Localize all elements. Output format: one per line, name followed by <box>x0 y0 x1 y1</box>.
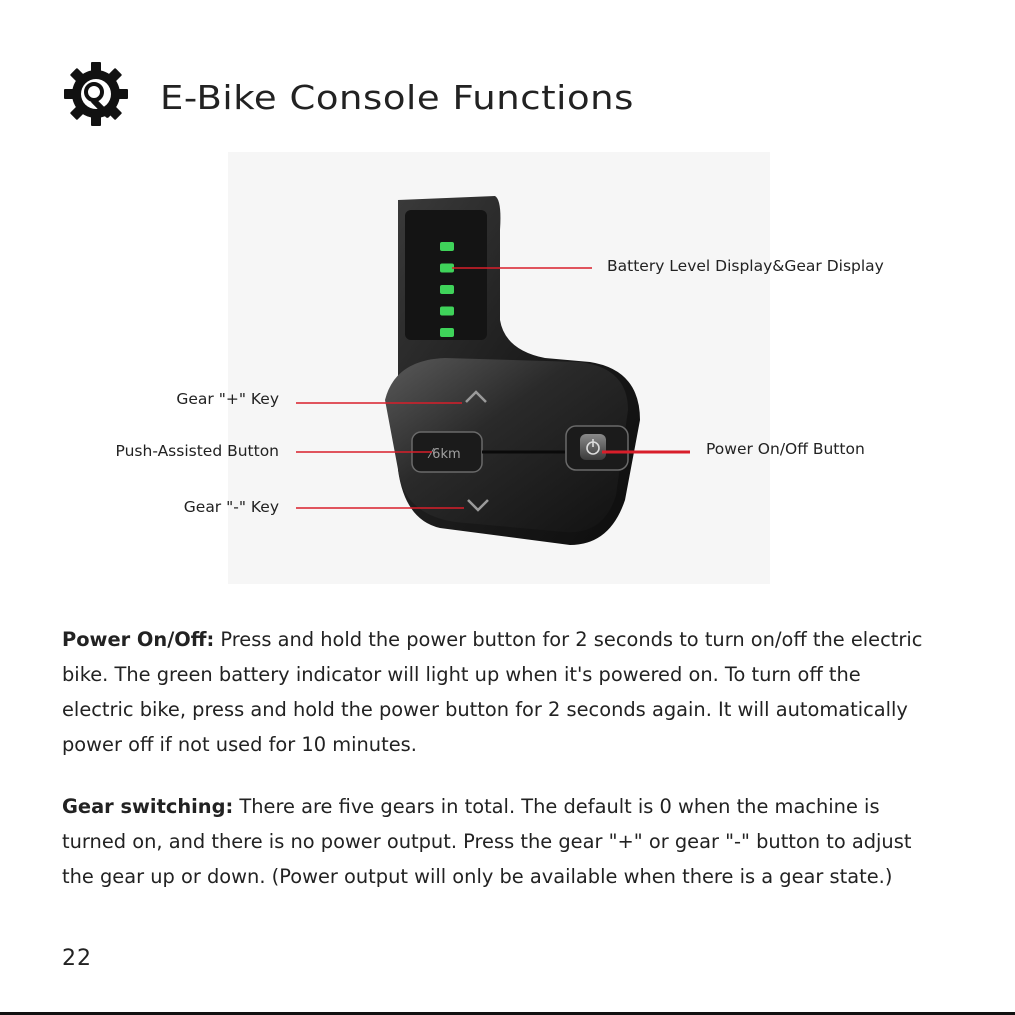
gear-wrench-icon <box>64 62 128 126</box>
battery-led <box>440 328 454 337</box>
gear-minus-key <box>467 499 489 512</box>
gear-plus-label: Gear "+" Key <box>176 390 279 408</box>
power-line-4: power off if not used for 10 minutes. <box>62 733 417 756</box>
battery-led <box>440 242 454 251</box>
power-line-1: Press and hold the power button for 2 se… <box>214 628 923 651</box>
power-button-label: Power On/Off Button <box>706 440 865 458</box>
svg-text:⁄6km: ⁄6km <box>427 447 461 462</box>
gear-heading: Gear switching: <box>62 795 234 818</box>
power-section: Power On/Off: Press and hold the power b… <box>62 622 967 762</box>
battery-led <box>440 306 454 316</box>
gear-section: Gear switching: There are five gears in … <box>62 789 967 894</box>
title-row <box>58 58 134 130</box>
push-assist-label: Push-Assisted Button <box>115 442 279 460</box>
battery-leds <box>440 242 454 337</box>
battery-led <box>440 285 454 294</box>
power-line-3: electric bike, press and hold the power … <box>62 698 908 721</box>
gear-minus-label: Gear "-" Key <box>183 498 279 516</box>
gear-line-3: the gear up or down. (Power output will … <box>62 865 893 888</box>
battery-led <box>440 263 454 273</box>
battery-display-label: Battery Level Display&Gear Display <box>607 257 884 275</box>
power-line-2: bike. The green battery indicator will l… <box>62 663 861 686</box>
bottom-rule <box>0 1012 1015 1015</box>
gear-line-1: There are five gears in total. The defau… <box>233 795 880 818</box>
page-number: 22 <box>62 946 92 971</box>
page-title: E-Bike Console Functions <box>160 78 634 117</box>
display-window <box>405 210 487 340</box>
power-heading: Power On/Off: <box>62 628 215 651</box>
gear-plus-key <box>465 390 487 403</box>
gear-line-2: turned on, and there is no power output.… <box>62 830 912 853</box>
button-pad <box>385 358 628 533</box>
